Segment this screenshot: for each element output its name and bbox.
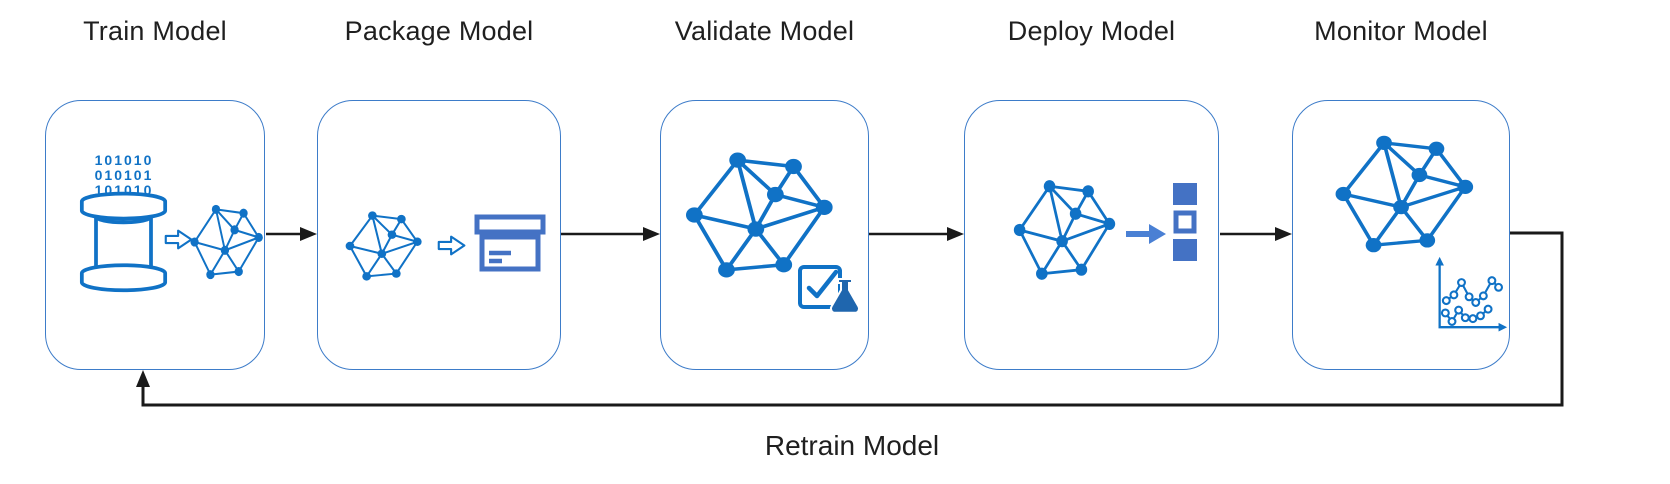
hollow-arrow-icon	[164, 229, 193, 250]
stage-title: Package Model	[344, 16, 534, 46]
stage-title: Train Model	[83, 16, 227, 46]
stage-box	[964, 100, 1219, 370]
stage-box: 101010 010101 101010	[45, 100, 265, 370]
check-flask-icon	[798, 265, 861, 314]
model-network-icon	[1012, 178, 1117, 282]
flask-icon	[829, 278, 861, 314]
stage-title: Monitor Model	[1314, 16, 1488, 46]
stage-title: Validate Model	[674, 16, 855, 46]
hollow-arrow-icon	[437, 235, 466, 256]
binary-line: 010101	[94, 167, 154, 183]
binary-line: 101010	[94, 152, 154, 168]
model-network-icon	[1333, 133, 1475, 255]
metrics-chart-icon	[1435, 256, 1508, 332]
model-network-icon	[344, 210, 423, 282]
stage-monitor-model: Monitor Model	[1292, 0, 1510, 484]
container-stack-icon	[1173, 183, 1197, 261]
deploy-arrow-icon	[1126, 224, 1166, 244]
stage-box	[317, 100, 561, 370]
model-network-icon	[189, 203, 264, 281]
database-icon	[79, 191, 168, 293]
package-box-icon	[474, 214, 546, 272]
stage-package-model: Package Model	[317, 0, 561, 484]
stage-title: Deploy Model	[1007, 16, 1176, 46]
stage-deploy-model: Deploy Model	[964, 0, 1219, 484]
stage-train-model: Train Model 101010 010101 101010	[45, 0, 265, 484]
retrain-label: Retrain Model	[764, 430, 940, 461]
stage-box	[660, 100, 869, 370]
stage-validate-model: Validate Model	[660, 0, 869, 484]
stage-box	[1292, 100, 1510, 370]
